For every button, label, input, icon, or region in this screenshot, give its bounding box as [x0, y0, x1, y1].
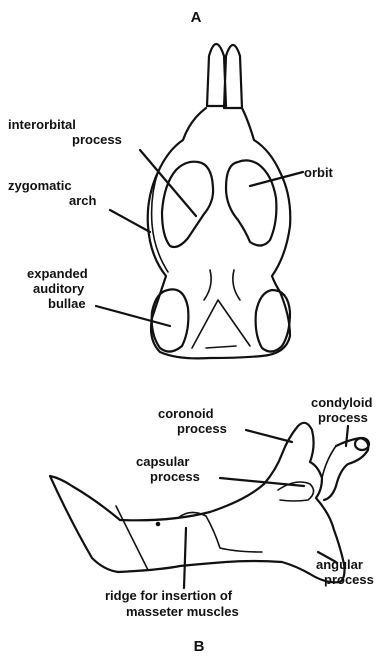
- label-condyloid-process: condyloid process: [311, 395, 372, 425]
- jaw-condyle-neck: [322, 446, 336, 478]
- label-zygomatic-line2: arch: [69, 193, 97, 208]
- jaw-outline: [118, 423, 345, 583]
- label-capsular-line1: capsular: [136, 454, 189, 469]
- skull-drawing: [148, 44, 291, 358]
- label-angular-process: angular process: [316, 557, 374, 587]
- label-orbit-text: orbit: [304, 165, 334, 180]
- leader-condyloid: [346, 426, 348, 446]
- label-ridge-line2: masseter muscles: [126, 604, 239, 619]
- label-interorbital-line2: process: [72, 132, 122, 147]
- jaw-foramen: [156, 522, 161, 527]
- jaw-incisor: [50, 476, 120, 572]
- label-auditory-line2: auditory: [33, 281, 85, 296]
- jaw-ridge: [178, 512, 262, 552]
- skull-midline: [204, 270, 240, 300]
- skull-outline: [148, 108, 291, 358]
- panel-label-a: A: [191, 9, 202, 26]
- skull-bulla-right: [256, 290, 290, 352]
- label-zygomatic-line1: zygomatic: [8, 178, 72, 193]
- label-ridge-line1: ridge for insertion of: [105, 588, 233, 603]
- skull-orbit-right: [226, 160, 276, 245]
- label-angular-line1: angular: [316, 557, 363, 572]
- leader-auditory: [96, 306, 170, 326]
- label-angular-line2: process: [324, 572, 374, 587]
- skull-incisors: [207, 44, 242, 108]
- label-auditory-line1: expanded: [27, 266, 88, 281]
- jaw-inner-line: [116, 506, 148, 570]
- leader-coronoid: [246, 430, 292, 442]
- label-capsular-process: capsular process: [136, 454, 200, 484]
- label-coronoid-process: coronoid process: [158, 406, 227, 436]
- skull-bulla-left: [152, 289, 189, 351]
- label-interorbital-line1: interorbital: [8, 117, 76, 132]
- label-coronoid-line1: coronoid: [158, 406, 214, 421]
- label-interorbital-process: interorbital process: [8, 117, 122, 147]
- label-orbit: orbit: [304, 165, 334, 180]
- label-coronoid-line2: process: [177, 421, 227, 436]
- label-condyloid-line2: process: [318, 410, 368, 425]
- leader-zygomatic: [110, 210, 150, 232]
- label-zygomatic-arch: zygomatic arch: [8, 178, 97, 208]
- label-auditory-line3: bullae: [48, 296, 86, 311]
- skull-orbit-left: [162, 162, 213, 247]
- label-ridge-masseter: ridge for insertion of masseter muscles: [105, 588, 239, 619]
- skull-posterior-region: [192, 300, 250, 348]
- label-auditory-bullae: expanded auditory bullae: [27, 266, 88, 311]
- label-condyloid-line1: condyloid: [311, 395, 372, 410]
- leader-orbit: [250, 172, 303, 186]
- jaw-condyle: [324, 438, 368, 500]
- leader-ridge: [184, 528, 186, 588]
- label-capsular-line2: process: [150, 469, 200, 484]
- panel-label-b: B: [194, 638, 205, 655]
